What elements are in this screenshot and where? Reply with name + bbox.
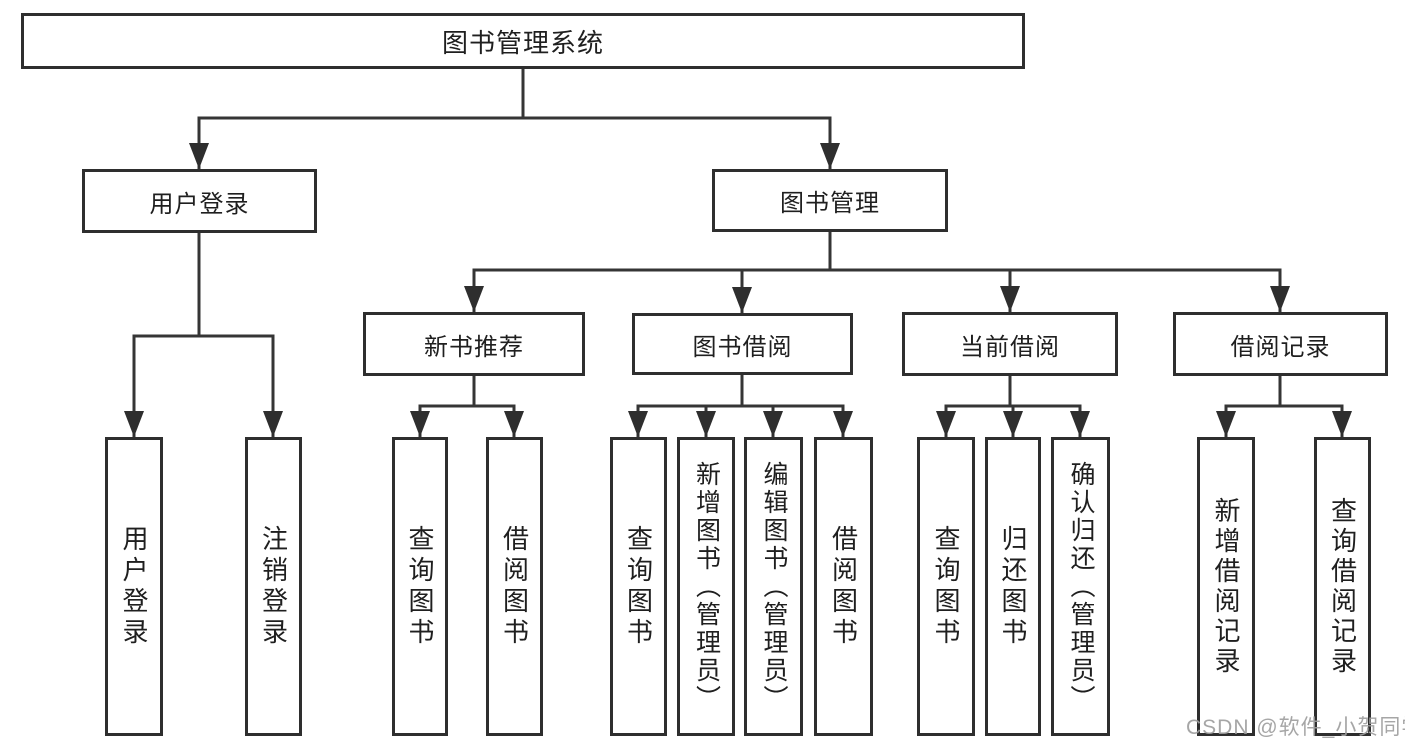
leaf-return-books: 归还图书 (985, 437, 1041, 736)
leaf-edit-books-admin-label: 编辑图书（管理员） (760, 460, 788, 713)
node-book-management: 图书管理 (712, 169, 948, 232)
leaf-add-books-admin-label: 新增图书（管理员） (692, 460, 721, 713)
leaf-cur-query-books: 查询图书 (917, 437, 975, 736)
leaf-confirm-return-admin: 确认归还（管理员） (1051, 437, 1110, 736)
leaf-cur-query-books-label: 查询图书 (931, 524, 961, 649)
node-user-login: 用户登录 (82, 169, 317, 233)
leaf-logout: 注销登录 (245, 437, 302, 736)
leaf-rec-borrow-books-label: 借阅图书 (499, 524, 530, 649)
leaf-rec-query-books: 查询图书 (392, 437, 448, 736)
node-new-book-recommend: 新书推荐 (363, 312, 585, 376)
leaf-user-login-label: 用户登录 (119, 524, 149, 649)
leaf-return-books-label: 归还图书 (998, 524, 1028, 649)
node-root: 图书管理系统 (21, 13, 1025, 69)
leaf-confirm-return-admin-label: 确认归还（管理员） (1067, 460, 1095, 713)
node-user-login-label: 用户登录 (149, 190, 250, 218)
leaf-query-borrow-record: 查询借阅记录 (1314, 437, 1371, 736)
leaf-borrow-books: 借阅图书 (814, 437, 873, 736)
node-borrowing-records-label: 借阅记录 (1230, 333, 1331, 361)
leaf-logout-label: 注销登录 (258, 524, 289, 649)
leaf-add-books-admin: 新增图书（管理员） (677, 437, 735, 736)
node-new-book-recommend-label: 新书推荐 (424, 333, 524, 361)
node-current-borrowing-label: 当前借阅 (960, 333, 1060, 361)
leaf-add-borrow-record-label: 新增借阅记录 (1211, 496, 1241, 677)
leaf-rec-query-books-label: 查询图书 (405, 524, 435, 649)
leaf-borrow-books-label: 借阅图书 (828, 524, 859, 649)
csdn-watermark: CSDN @软件_小贺同学 (1186, 716, 1405, 739)
leaf-rec-borrow-books: 借阅图书 (486, 437, 543, 736)
node-root-label: 图书管理系统 (441, 27, 604, 58)
leaf-edit-books-admin: 编辑图书（管理员） (744, 437, 803, 736)
leaf-borrow-query-books-label: 查询图书 (623, 524, 654, 649)
node-book-management-label: 图书管理 (780, 190, 880, 217)
leaf-add-borrow-record: 新增借阅记录 (1197, 437, 1255, 736)
leaf-user-login: 用户登录 (105, 437, 163, 736)
leaf-borrow-query-books: 查询图书 (610, 437, 667, 736)
node-book-borrowing-label: 图书借阅 (692, 333, 793, 361)
leaf-query-borrow-record-label: 查询借阅记录 (1327, 496, 1358, 677)
node-current-borrowing: 当前借阅 (902, 312, 1118, 376)
node-borrowing-records: 借阅记录 (1173, 312, 1388, 376)
node-book-borrowing: 图书借阅 (632, 313, 853, 375)
